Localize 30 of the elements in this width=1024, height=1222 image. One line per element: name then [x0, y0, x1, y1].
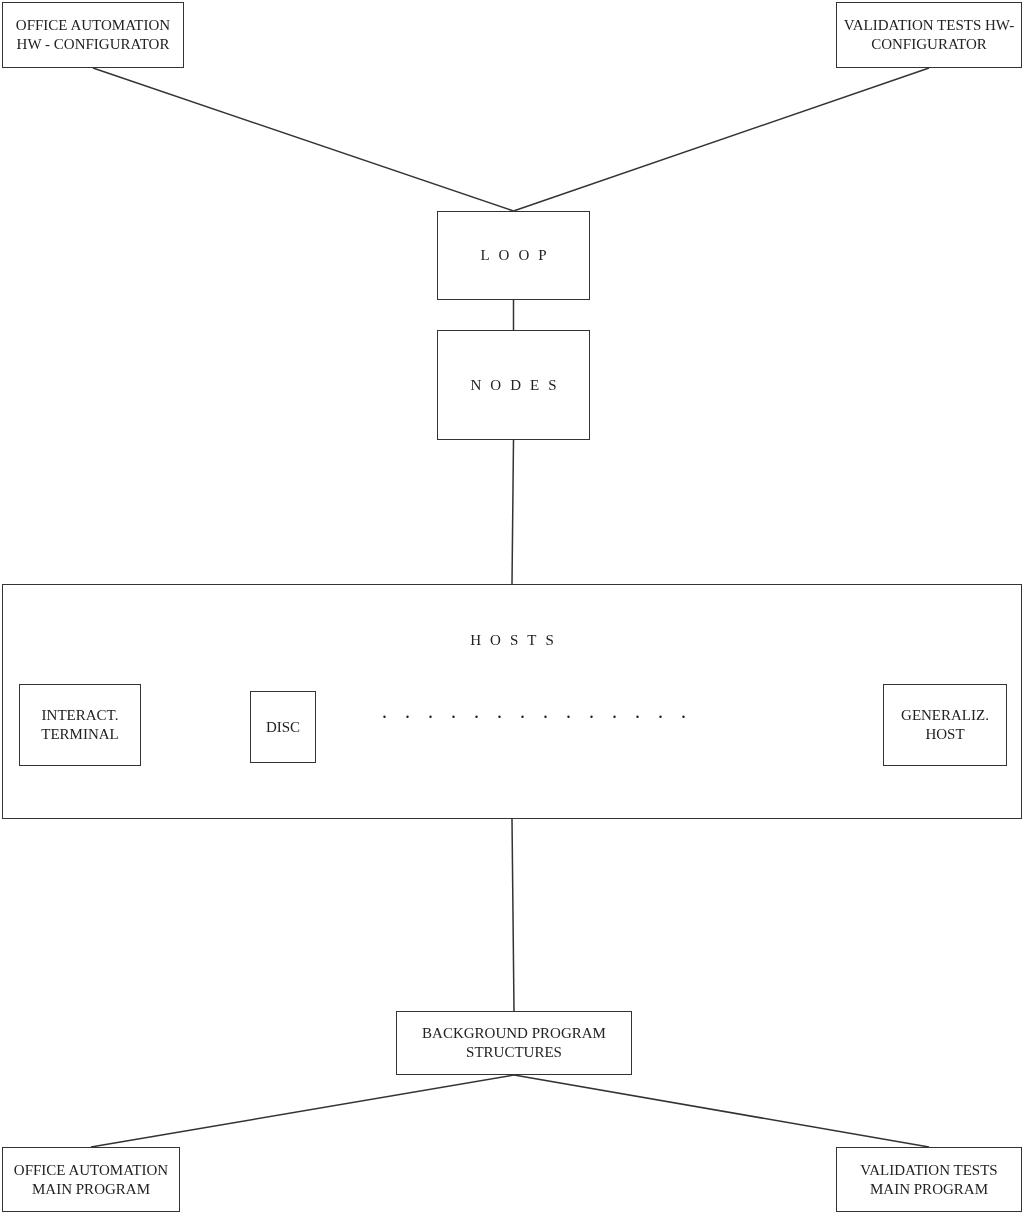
- box-label: VALIDATION TESTS MAIN PROGRAM: [859, 1160, 999, 1199]
- process-box: [836, 2, 1022, 68]
- process-box: [396, 1011, 632, 1075]
- box-label: OFFICE AUTOMATION MAIN PROGRAM: [12, 1160, 170, 1199]
- box-label: NODES: [470, 375, 566, 395]
- connector-line: [513, 1074, 930, 1148]
- box-label: OFFICE AUTOMATION HW - CONFIGURATOR: [14, 16, 172, 54]
- box-label: LOOP: [480, 246, 556, 265]
- process-box: [250, 691, 316, 763]
- box-label: HOSTS: [470, 631, 563, 650]
- group-box: [2, 584, 1022, 819]
- process-box: [2, 2, 184, 68]
- connector-line: [92, 67, 515, 212]
- process-box: [437, 330, 590, 440]
- connector-line: [511, 439, 515, 585]
- process-box: [19, 684, 141, 766]
- connector-line: [90, 1074, 515, 1148]
- box-label: INTERACT. TERMINAL: [40, 706, 120, 744]
- box-label: DISC: [265, 717, 301, 737]
- process-box: [2, 1147, 180, 1212]
- connector-line: [511, 818, 515, 1012]
- connector-line: [512, 67, 930, 212]
- box-label: GENERALIZ. HOST: [900, 706, 990, 744]
- process-box: [836, 1147, 1022, 1212]
- process-box: [437, 211, 590, 300]
- process-box: [883, 684, 1007, 766]
- box-label: BACKGROUND PROGRAM STRUCTURES: [421, 1024, 607, 1062]
- ellipsis-dots: ..............: [382, 700, 704, 723]
- box-label: VALIDATION TESTS HW-CONFIGURATOR: [842, 16, 1016, 54]
- connector-line: [512, 299, 515, 331]
